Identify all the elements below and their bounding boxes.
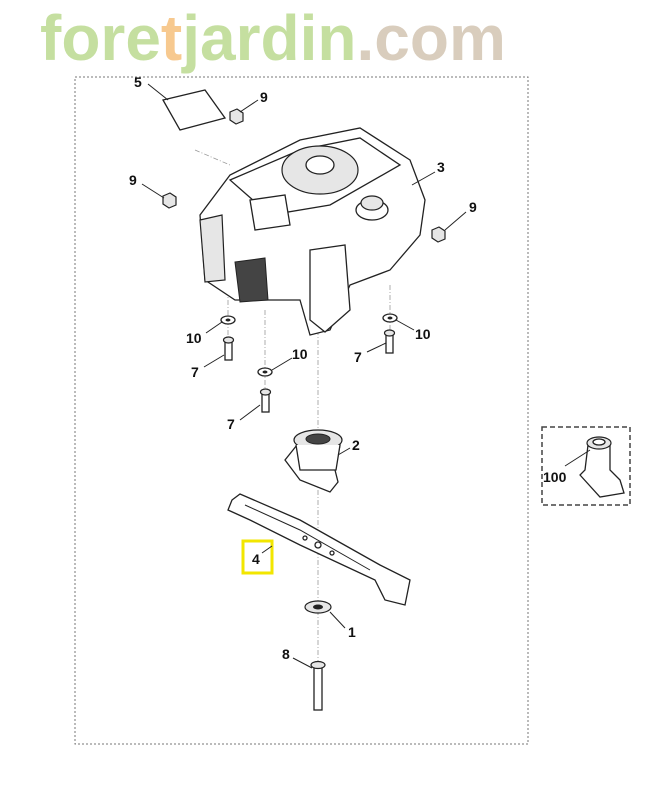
callout-7[interactable]: 7 <box>354 349 362 365</box>
callout-7[interactable]: 7 <box>227 416 235 432</box>
callout-10[interactable]: 10 <box>415 326 431 342</box>
callout-2[interactable]: 2 <box>352 437 360 453</box>
watermark-fore: fore <box>40 2 161 74</box>
part-100-adapter <box>579 436 625 498</box>
part-1-washer <box>304 600 332 614</box>
callout-5[interactable]: 5 <box>134 74 142 90</box>
part-10-washer <box>257 367 273 377</box>
part-4-blade <box>227 493 411 606</box>
leader-lines <box>141 83 591 669</box>
callout-1[interactable]: 1 <box>348 624 356 640</box>
callout-8[interactable]: 8 <box>282 646 290 662</box>
callout-9[interactable]: 9 <box>129 172 137 188</box>
callout-100[interactable]: 100 <box>543 469 567 485</box>
part-3-engine <box>199 127 426 336</box>
callout-4[interactable]: 4 <box>252 551 260 567</box>
callout-10[interactable]: 10 <box>292 346 308 362</box>
part-9-nut <box>229 108 244 125</box>
callout-10[interactable]: 10 <box>186 330 202 346</box>
part-7-bolt <box>259 388 272 413</box>
part-2-blade-adapter <box>284 429 343 493</box>
part-10-washer <box>382 313 398 323</box>
part-9-nut <box>162 192 177 209</box>
callout-7[interactable]: 7 <box>191 364 199 380</box>
watermark: foretjardin.com <box>40 2 506 74</box>
watermark-com: .com <box>356 2 505 74</box>
part-9-nut <box>431 226 446 243</box>
part-8-bolt <box>310 660 326 711</box>
highlight-box <box>241 539 274 575</box>
callout-3[interactable]: 3 <box>437 159 445 175</box>
callout-9[interactable]: 9 <box>260 89 268 105</box>
watermark-t: t <box>161 2 182 74</box>
part-5-decal <box>162 89 227 131</box>
part-7-bolt <box>222 336 235 361</box>
callout-9[interactable]: 9 <box>469 199 477 215</box>
watermark-jardin: jardin <box>181 2 356 74</box>
part-7-bolt <box>383 329 396 354</box>
inset-frame <box>541 426 631 506</box>
part-10-washer <box>220 315 236 325</box>
